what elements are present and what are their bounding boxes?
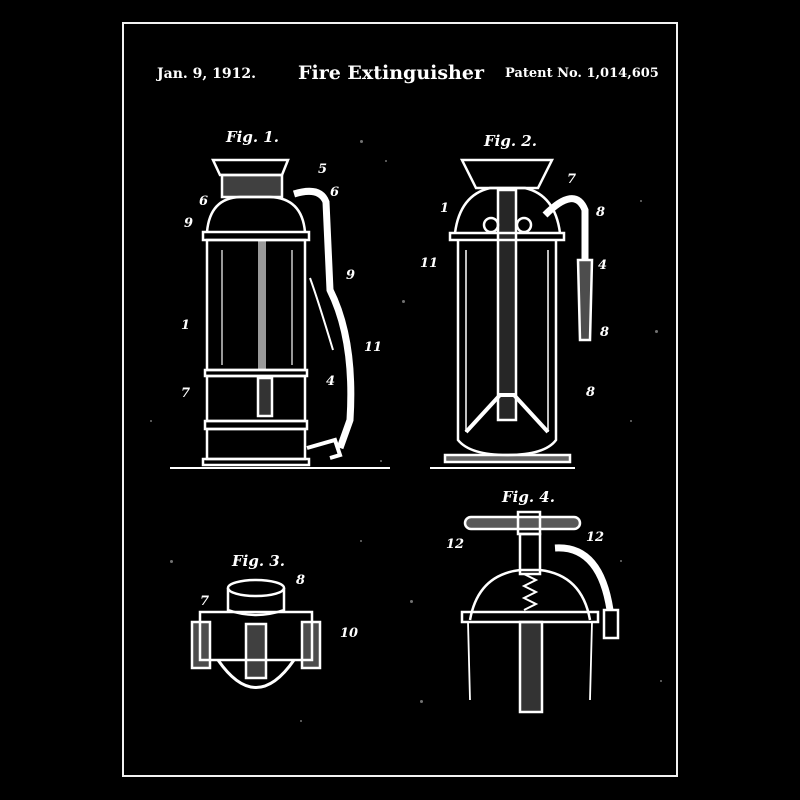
fig2-callout-8c: 8	[586, 385, 596, 400]
poster-title: Fire Extinguisher	[298, 62, 484, 84]
fig4-callout-12a: 12	[446, 537, 465, 552]
fig1-callout-4: 4	[326, 374, 336, 389]
fig2-callout-8b: 8	[600, 325, 610, 340]
fig1-callout-6b: 6	[330, 185, 340, 200]
fig2-callout-7: 7	[567, 172, 577, 187]
fig2-callout-11: 11	[420, 256, 439, 271]
fig1-callout-1: 1	[181, 318, 191, 333]
fig1-callout-11: 11	[364, 340, 383, 355]
patent-number: Patent No. 1,014,605	[505, 66, 659, 81]
fig4-label: Fig. 4.	[502, 488, 555, 506]
fig3-label: Fig. 3.	[232, 552, 285, 570]
fig2-callout-1: 1	[440, 201, 450, 216]
fig2-label: Fig. 2.	[484, 132, 537, 150]
fig1-callout-9a: 9	[184, 216, 194, 231]
fig3-callout-7: 7	[200, 594, 210, 609]
fig1-callout-7: 7	[181, 386, 191, 401]
fig1-callout-6a: 6	[199, 194, 209, 209]
fig2-callout-8a: 8	[596, 205, 606, 220]
fig1-label: Fig. 1.	[226, 128, 279, 146]
patent-date: Jan. 9, 1912.	[157, 66, 256, 82]
fig2-callout-4: 4	[598, 258, 608, 273]
fig4-callout-12b: 12	[586, 530, 605, 545]
fig1-callout-9b: 9	[346, 268, 356, 283]
fig3-callout-10: 10	[340, 626, 359, 641]
poster-border	[122, 22, 678, 777]
fig3-callout-8: 8	[296, 573, 306, 588]
fig1-callout-5: 5	[318, 162, 328, 177]
